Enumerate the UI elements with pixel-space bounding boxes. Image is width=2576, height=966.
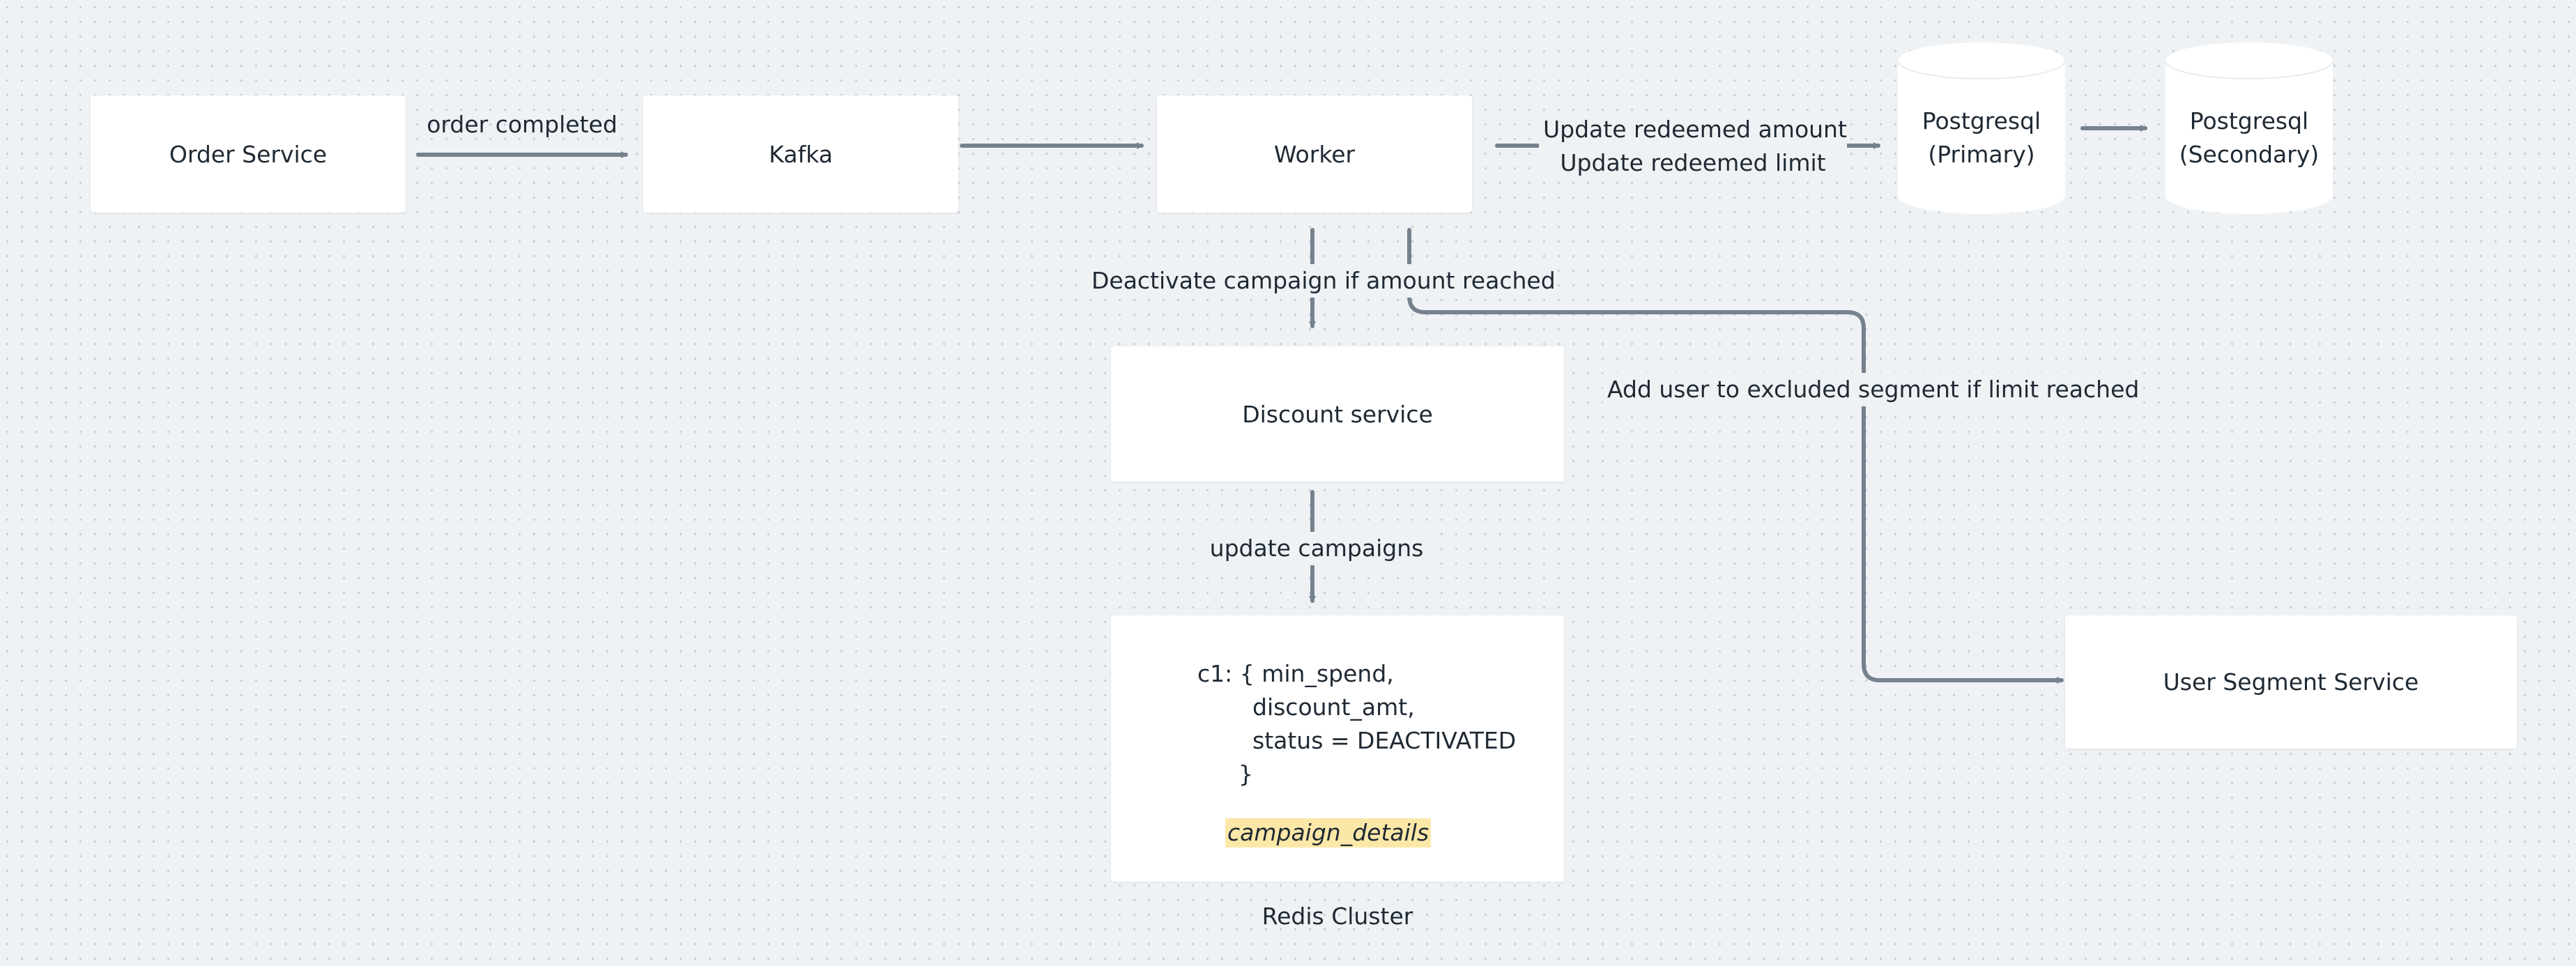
node-user-segment-service-label: User Segment Service <box>2163 668 2419 696</box>
node-worker-label: Worker <box>1273 140 1356 168</box>
node-postgres-secondary-label: Postgresql (Secondary) <box>2163 105 2335 171</box>
edge-label-update-campaigns: update campaigns <box>1197 532 1436 565</box>
node-worker[interactable]: Worker <box>1157 95 1472 213</box>
redis-line-1: c1: { min_spend, <box>1197 660 1394 687</box>
node-discount-service[interactable]: Discount service <box>1111 346 1564 482</box>
node-postgres-primary-label: Postgresql (Primary) <box>1896 105 2067 171</box>
node-discount-service-label: Discount service <box>1242 400 1433 428</box>
redis-line-2: discount_amt, <box>1252 693 1415 721</box>
edge-label-update-amount: Update redeemed amount <box>1543 116 1847 143</box>
edge-label-add-user-excluded: Add user to excluded segment if limit re… <box>1603 373 2139 406</box>
redis-line-3: status = DEACTIVATED <box>1252 727 1517 754</box>
postgres-secondary-line1: Postgresql <box>2189 107 2309 135</box>
edge-label-order-completed: order completed <box>427 111 618 138</box>
redis-note-campaign-details: campaign_details <box>1225 818 1432 848</box>
postgres-primary-line2: (Primary) <box>1928 141 2035 168</box>
redis-line-4: } <box>1239 760 1253 788</box>
redis-caption: Redis Cluster <box>1262 903 1413 930</box>
edge-label-deactivate-campaign: Deactivate campaign if amount reached <box>1087 264 1556 298</box>
node-kafka-label: Kafka <box>769 140 833 168</box>
node-order-service-label: Order Service <box>169 140 328 168</box>
node-order-service[interactable]: Order Service <box>91 95 406 213</box>
edge-label-update-limit: Update redeemed limit <box>1560 149 1826 176</box>
node-user-segment-service[interactable]: User Segment Service <box>2065 615 2517 749</box>
edge-label-update-db: Update redeemed amount Update redeemed l… <box>1539 113 1847 180</box>
node-kafka[interactable]: Kafka <box>643 95 958 213</box>
node-postgres-secondary[interactable] <box>2163 40 2335 216</box>
node-postgres-primary[interactable] <box>1896 40 2067 216</box>
postgres-primary-line1: Postgresql <box>1922 107 2041 135</box>
edge-worker-to-segment <box>1407 228 2064 684</box>
postgres-secondary-line2: (Secondary) <box>2179 141 2320 168</box>
